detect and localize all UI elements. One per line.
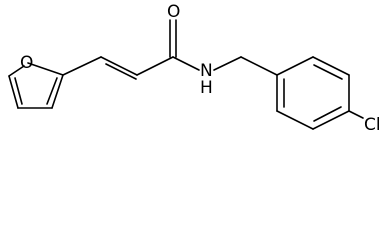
chlorophenyl-ring (276, 56, 364, 130)
bond-ring-cl (348, 110, 364, 119)
ring-bond-4 (312, 110, 350, 130)
bond-furan-vinyl (62, 56, 102, 76)
ring-bond-5 (276, 110, 314, 130)
bond-c2-c3 (51, 74, 64, 109)
double-bond-inner-c4-c5 (14, 77, 23, 105)
bond-o-c2 (27, 62, 64, 76)
bond-ch2-ring (240, 56, 278, 76)
bond-vinyl-double (100, 56, 138, 76)
furan-ring (8, 62, 64, 109)
bond-vinyl-carbonyl (136, 56, 174, 76)
ring-bond-2 (312, 56, 350, 76)
ring-inner-bond-a (313, 64, 343, 80)
furan-oxygen-label: O (20, 53, 33, 73)
ring-inner-bond-b (313, 106, 342, 122)
carbonyl-oxygen-label: O (167, 2, 180, 22)
structure-canvas: O O N H Cl (8, 2, 381, 135)
molecule-structure: O O N H Cl (8, 2, 381, 135)
bond-vinyl-double-inner (105, 63, 137, 80)
acrylamide-chain (62, 19, 278, 80)
ring-bond-1 (276, 56, 314, 76)
bond-c5-o (8, 65, 25, 77)
bond-n-ch2 (213, 56, 242, 71)
amide-hydrogen-label: H (200, 78, 213, 98)
bond-c4-c5 (8, 75, 19, 109)
chlorine-label: Cl (364, 115, 381, 135)
double-bond-inner-c2-c3 (46, 77, 58, 105)
amide-nitrogen-label: N (200, 61, 213, 81)
bond-carbonyl-n (172, 56, 200, 71)
